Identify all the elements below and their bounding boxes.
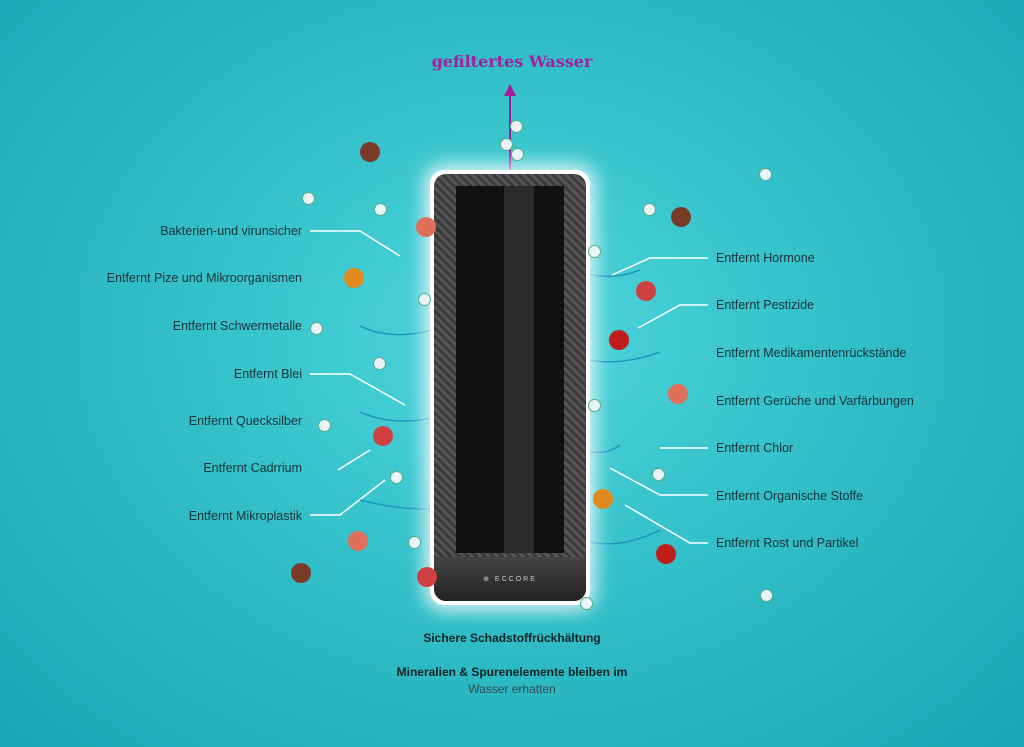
label-organics: Entfernt Organische Stoffe <box>716 489 864 503</box>
contaminant-icon <box>373 426 393 446</box>
contaminant-icon <box>418 293 431 306</box>
contaminant-icon <box>373 357 386 370</box>
contaminant-icon <box>760 589 773 602</box>
label-fungi: Entfernt Pize und Mikroorganismen <box>106 271 302 285</box>
label-chlorine: Entfernt Chlor <box>716 441 794 455</box>
contaminant-icon <box>408 536 421 549</box>
arrow-head-icon <box>504 84 516 96</box>
label-hormones: Entfernt Hormone <box>716 251 815 265</box>
filtered-water-title: gefiltertes Wasser <box>431 52 593 71</box>
contaminant-icon <box>580 597 593 610</box>
label-pesticides: Entfernt Pestizide <box>716 298 814 312</box>
label-bacteria: Bakterien-und virunsicher <box>160 224 302 238</box>
contaminant-icon <box>390 471 403 484</box>
label-heavy-metals: Entfernt Schwermetalle <box>172 319 302 333</box>
water-filter-cartridge: ⊕ ECCORE <box>430 170 590 605</box>
contaminant-icon <box>310 322 323 335</box>
contaminant-icon <box>656 544 676 564</box>
contaminant-icon <box>636 281 656 301</box>
contaminant-icon <box>348 531 368 551</box>
contaminant-icon <box>500 138 513 151</box>
contaminant-icon <box>652 468 665 481</box>
label-lead: Entfernt Blei <box>233 367 302 381</box>
contaminant-icon <box>588 399 601 412</box>
footer-line-3: Wasser erhatten <box>468 682 556 696</box>
contaminant-icon <box>643 203 656 216</box>
contaminant-icon <box>671 207 691 227</box>
label-rust: Entfernt Rost und Partikel <box>716 536 859 550</box>
footer-line-1: Sichere Schadstoffrückhältung <box>423 631 601 645</box>
contaminant-icon <box>318 419 331 432</box>
contaminant-icon <box>291 563 311 583</box>
contaminant-icon <box>759 168 772 181</box>
contaminant-icon <box>668 384 688 404</box>
contaminant-icon <box>609 330 629 350</box>
label-microplastic: Entfernt Mikroplastik <box>188 509 302 523</box>
label-odors: Entfernt Gerüche und Varfärbungen <box>716 394 914 408</box>
brand-logo: ⊕ ECCORE <box>483 576 537 583</box>
contaminant-icon <box>302 192 315 205</box>
contaminant-icon <box>344 268 364 288</box>
contaminant-icon <box>510 120 523 133</box>
contaminant-icon <box>588 245 601 258</box>
contaminant-icon <box>593 489 613 509</box>
label-mercury: Entfernt Quecksilber <box>188 414 302 428</box>
label-cadmium: Entfernt Cadrrium <box>203 461 302 475</box>
contaminant-icon <box>360 142 380 162</box>
contaminant-icon <box>416 217 436 237</box>
label-medications: Entfernt Medikamentenrückstände <box>716 346 907 360</box>
contaminant-icon <box>374 203 387 216</box>
contaminant-icon <box>417 567 437 587</box>
contaminant-icon <box>511 148 524 161</box>
filter-base: ⊕ ECCORE <box>434 557 586 601</box>
footer-line-2: Mineralien & Spurenelemente bleiben im <box>396 665 628 679</box>
